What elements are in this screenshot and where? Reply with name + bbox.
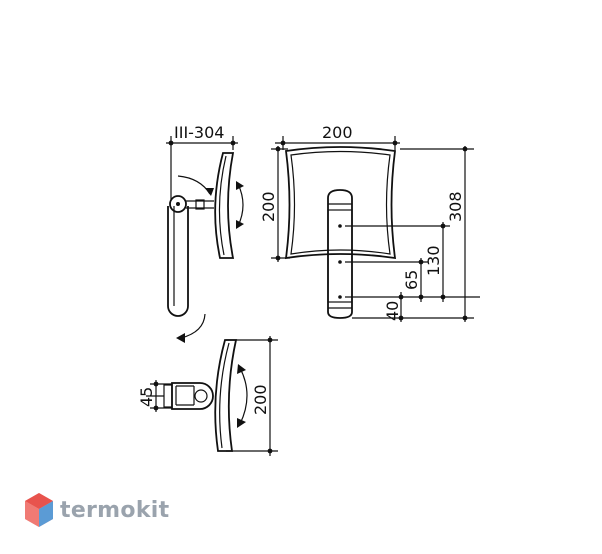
bottom-view: 200 45 [137, 336, 278, 456]
hexagon-logo-icon [25, 493, 53, 527]
front-view: 200 200 308 130 [259, 123, 480, 322]
bottom-height-label: 200 [251, 384, 270, 415]
mount-65-label: 65 [402, 270, 421, 290]
brand-name: termokit [60, 497, 170, 523]
bottom-45-label: 45 [137, 387, 156, 407]
overall-height-label: 308 [446, 191, 465, 222]
front-height-label: 200 [259, 191, 278, 222]
termokit-logo: termokit [24, 491, 169, 529]
mount-130-label: 130 [424, 245, 443, 276]
mount-40-label: 40 [383, 301, 402, 321]
side-view: III-304 [166, 123, 244, 343]
front-width-label: 200 [322, 123, 353, 142]
model-label: III-304 [174, 123, 224, 142]
